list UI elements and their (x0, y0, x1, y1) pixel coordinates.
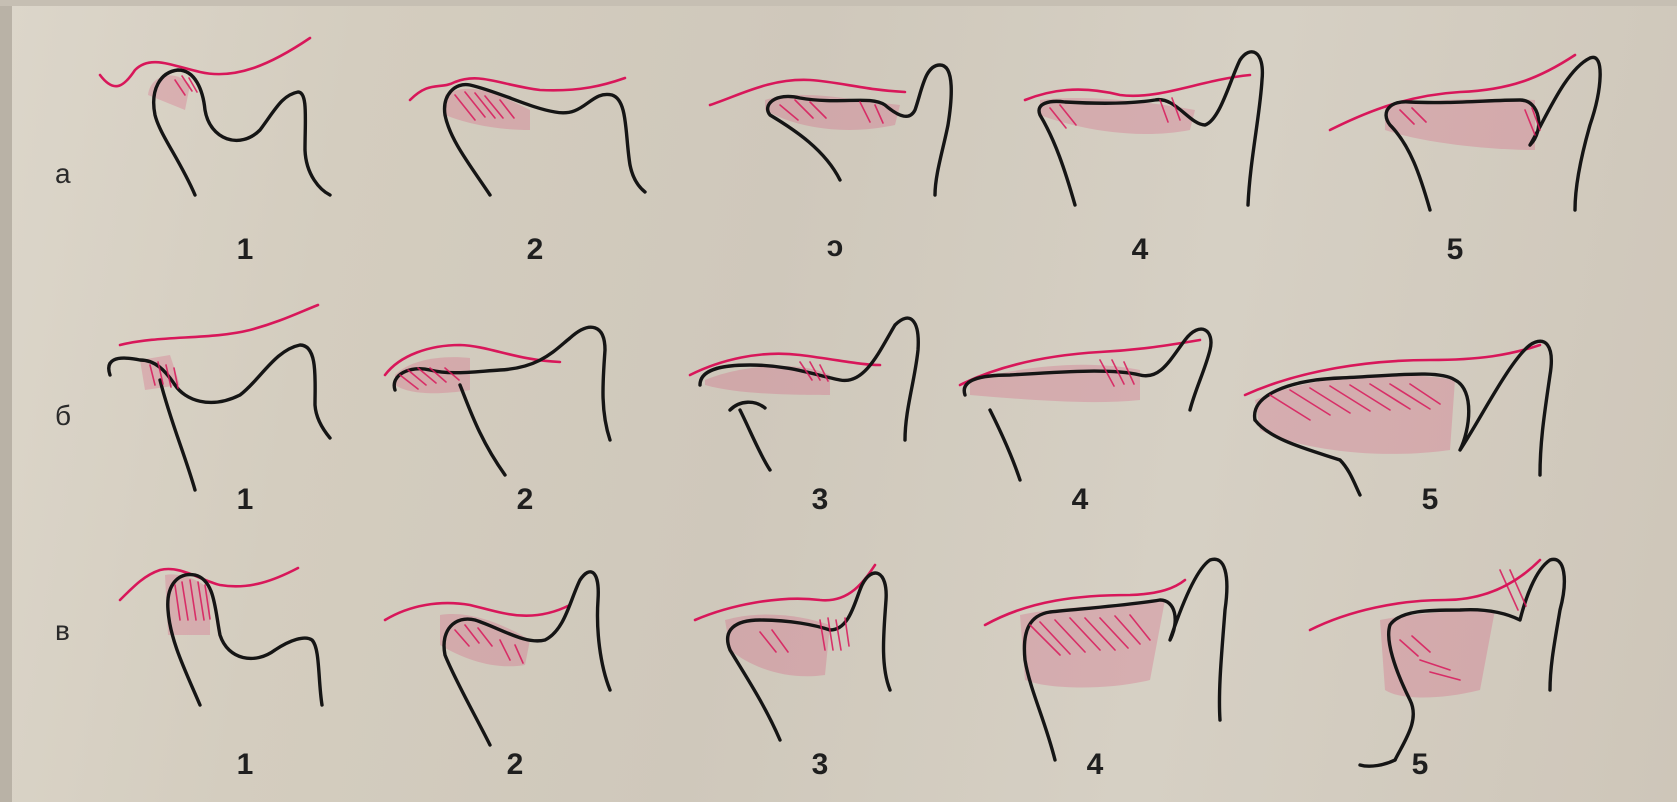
figure-number-c-3: 3 (800, 748, 840, 782)
drawing-c-2 (385, 572, 610, 745)
drawing-c-4 (985, 559, 1227, 760)
drawing-a-1 (100, 38, 330, 195)
drawing-b-1 (109, 305, 330, 490)
figure-number-b-5: 5 (1410, 483, 1450, 517)
drawing-a-3 (710, 65, 951, 195)
figure-number-a-1: 1 (225, 233, 265, 267)
figure-number-c-4: 4 (1075, 748, 1115, 782)
row-label-b: б (55, 400, 71, 432)
drawing-c-5 (1310, 559, 1564, 766)
figure-number-c-1: 1 (225, 748, 265, 782)
drawing-b-3 (690, 318, 918, 470)
figure-number-a-5: 5 (1435, 233, 1475, 267)
figure-number-b-2: 2 (505, 483, 545, 517)
drawing-c-1 (120, 568, 322, 705)
row-label-c: в (55, 615, 70, 647)
drawing-b-4 (960, 329, 1211, 480)
drawing-a-2 (410, 78, 645, 195)
drawing-c-3 (695, 565, 890, 740)
figure-number-a-4: 4 (1120, 233, 1160, 267)
drawing-b-2 (385, 327, 610, 475)
figure-number-a-2: 2 (515, 233, 555, 267)
figure-number-c-2: 2 (495, 748, 535, 782)
drawing-b-5 (1245, 341, 1551, 495)
drawing-a-5 (1330, 55, 1600, 210)
drawing-a-4 (1025, 52, 1262, 205)
figure-number-a-3: ɔ (815, 230, 855, 264)
figure-number-b-3: 3 (800, 483, 840, 517)
row-label-a: а (55, 158, 71, 190)
figure-number-c-5: 5 (1400, 748, 1440, 782)
figure-number-b-4: 4 (1060, 483, 1100, 517)
figure-number-b-1: 1 (225, 483, 265, 517)
